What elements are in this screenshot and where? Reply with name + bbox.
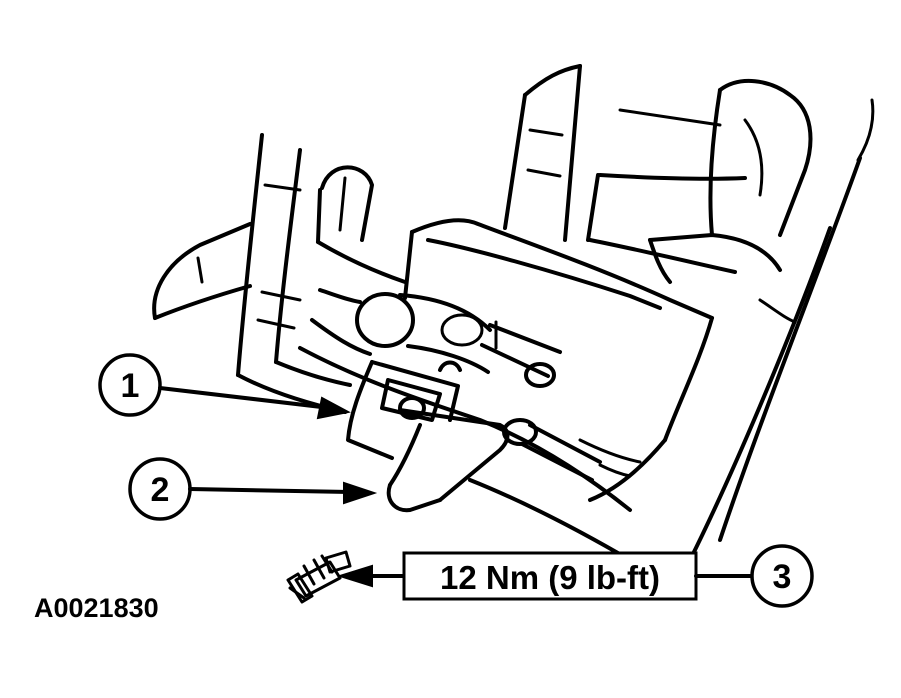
callout-2-leader xyxy=(188,487,352,494)
bolt-icon xyxy=(286,550,352,604)
callout-1-arrowhead xyxy=(316,396,351,420)
callout-2-label: 2 xyxy=(151,471,170,509)
callout-3: 12 Nm (9 lb-ft) 3 xyxy=(336,544,814,608)
torque-spec-label: 12 Nm (9 lb-ft) xyxy=(440,559,660,596)
callout-1-circle xyxy=(98,353,162,417)
callout-2: 2 xyxy=(128,457,378,521)
callout-1-label: 1 xyxy=(121,367,140,405)
callout-2-arrowhead xyxy=(343,481,378,505)
callout-1: 1 xyxy=(98,353,351,420)
callout-3-circle xyxy=(750,544,814,608)
callout-3-label: 3 xyxy=(773,558,792,596)
transmission-line-art xyxy=(152,64,875,562)
torque-spec-box xyxy=(402,551,698,601)
callout-1-leader xyxy=(158,386,332,410)
figure-id: A0021830 xyxy=(34,593,159,623)
